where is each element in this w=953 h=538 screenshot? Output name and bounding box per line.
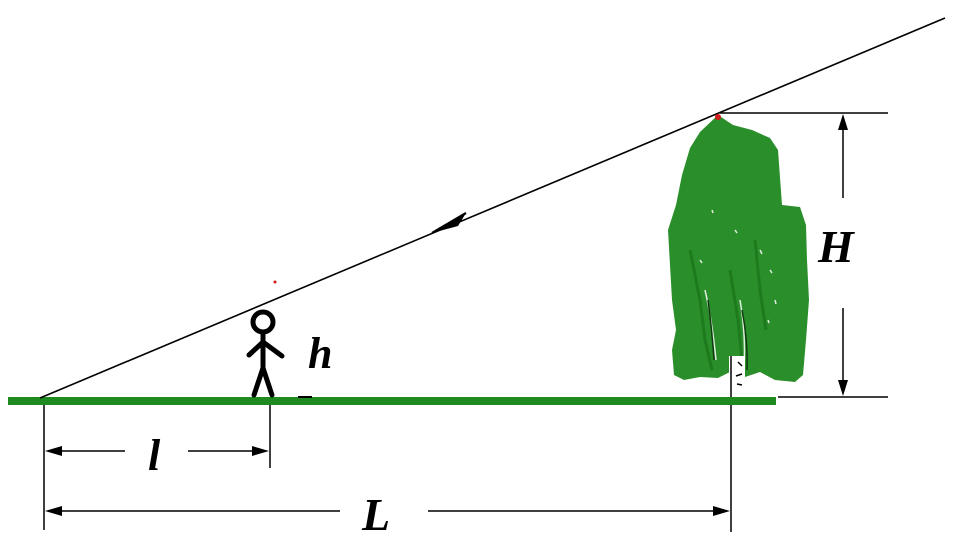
stray-mark (273, 280, 277, 284)
light-ray (39, 17, 946, 399)
tree-top-marker (715, 114, 721, 120)
ground-line (8, 397, 776, 405)
tree-height-dimension (720, 112, 888, 398)
tree-distance-label: L (361, 489, 390, 538)
person-distance-arrow-right (252, 446, 269, 456)
person-height-label: h (308, 329, 332, 378)
tree-height-arrow-bottom (838, 380, 848, 396)
tree-height-label: H (817, 221, 855, 272)
person-distance-arrow-left (45, 446, 62, 456)
tree-icon (668, 114, 809, 397)
person-distance-label: l (148, 431, 161, 480)
tree-distance-arrow-left (45, 506, 62, 516)
stick-figure-icon (246, 309, 285, 398)
tree-height-arrow-top (838, 114, 848, 130)
tree-distance-arrow-right (713, 506, 730, 516)
tree-distance-dimension (48, 405, 732, 532)
